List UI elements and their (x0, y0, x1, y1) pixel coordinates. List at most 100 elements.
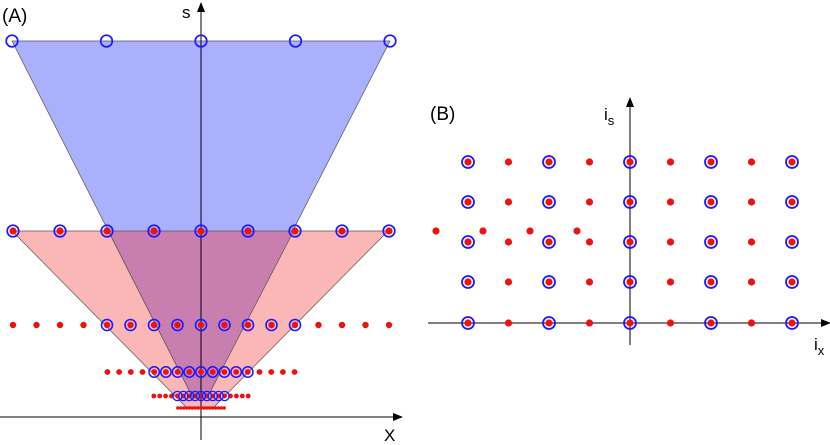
grid-dot (707, 198, 715, 206)
sample-dot (33, 321, 40, 329)
grid-dot (788, 238, 796, 246)
sample-dot (196, 406, 200, 410)
sample-dot (193, 406, 197, 410)
sample-ring (100, 318, 114, 332)
sample-dot (291, 321, 299, 329)
sample-dot (80, 321, 87, 329)
sample-dot (151, 393, 157, 399)
sample-ring (171, 318, 184, 332)
sample-dot (56, 227, 64, 235)
sample-ring (53, 224, 67, 238)
sample-dot (202, 406, 206, 410)
grid-ring (542, 235, 556, 249)
sample-ring (183, 366, 196, 378)
panel-a-y-axis-label: s (182, 3, 191, 22)
grid-dot (788, 319, 796, 327)
sample-ring (124, 318, 137, 332)
sample-dot (190, 406, 194, 410)
grid-ring (623, 155, 637, 169)
grid-dot (504, 158, 513, 166)
grid-ring (461, 155, 475, 169)
grid-dot (626, 278, 634, 286)
sample-dot (244, 321, 252, 329)
panel-a-x-axis-label: X (384, 426, 395, 445)
sample-ring (206, 366, 219, 378)
sample-dot (197, 321, 205, 329)
sample-ring (195, 390, 207, 402)
sample-dot (56, 321, 64, 329)
grid-dot (545, 278, 553, 286)
sample-dot (338, 227, 346, 235)
sample-dot (163, 393, 169, 399)
sample-dot (139, 369, 146, 375)
sample-dot (222, 406, 226, 410)
sample-dot (197, 227, 205, 235)
sample-ring (288, 34, 303, 48)
sample-ring (194, 318, 208, 332)
grid-ring (623, 316, 637, 330)
sample-ring (99, 34, 114, 48)
grid-dot (747, 198, 756, 206)
sample-dot (127, 321, 134, 329)
grid-dot (788, 278, 796, 286)
sample-dot (219, 406, 223, 410)
sample-ring (218, 366, 231, 378)
sample-dot (151, 369, 158, 375)
sample-ring (178, 390, 189, 402)
grid-dot (585, 158, 594, 166)
panel-a-markers (5, 34, 581, 410)
grid-ring (542, 275, 556, 289)
panel-b-y-axis-label: is (604, 105, 615, 128)
sample-ring (213, 390, 224, 402)
grid-ring (461, 235, 475, 249)
sample-ring (100, 224, 114, 238)
sample-ring (194, 224, 208, 238)
grid-ring (542, 316, 556, 330)
grid-ring (785, 195, 799, 209)
panel-b-x-axis-label: ix (814, 335, 825, 358)
sample-ring (383, 34, 397, 48)
grid-ring (704, 316, 718, 330)
grid-dot (666, 319, 675, 327)
sample-dot (174, 321, 181, 329)
sample-dot (208, 406, 212, 410)
sample-dot (157, 393, 163, 399)
grid-ring (623, 235, 637, 249)
sample-ring (219, 390, 230, 402)
sample-dot (9, 227, 17, 235)
sample-dot (268, 321, 275, 329)
grid-dot (504, 319, 513, 327)
grid-ring (785, 275, 799, 289)
sample-dot (187, 406, 192, 410)
sample-ring (6, 224, 20, 238)
sample-ring (194, 34, 208, 48)
grid-dot (464, 158, 472, 166)
sample-dot (362, 321, 369, 329)
grid-ring (704, 235, 718, 249)
sample-dot (184, 406, 189, 410)
grid-dot (788, 158, 796, 166)
sample-dot (268, 369, 275, 375)
grid-dot (747, 238, 756, 246)
grid-ring (542, 195, 556, 209)
sample-dot (526, 227, 534, 235)
sample-dot (210, 406, 215, 410)
sample-ring (171, 366, 184, 378)
grid-dot (707, 158, 715, 166)
sample-dot (205, 406, 209, 410)
sample-dot (186, 369, 193, 375)
sample-dot (209, 369, 216, 375)
grid-dot (747, 278, 756, 286)
grid-ring (461, 195, 475, 209)
grid-dot (545, 319, 553, 327)
grid-dot (504, 198, 513, 206)
sample-dot (221, 321, 228, 329)
grid-dot (666, 198, 675, 206)
sample-dot (315, 321, 322, 329)
sample-dot (233, 369, 240, 375)
panel-a-label: (A) (2, 6, 27, 27)
sample-dot (9, 321, 17, 329)
grid-dot (504, 238, 513, 246)
sample-dot (234, 393, 239, 399)
grid-dot (666, 238, 675, 246)
